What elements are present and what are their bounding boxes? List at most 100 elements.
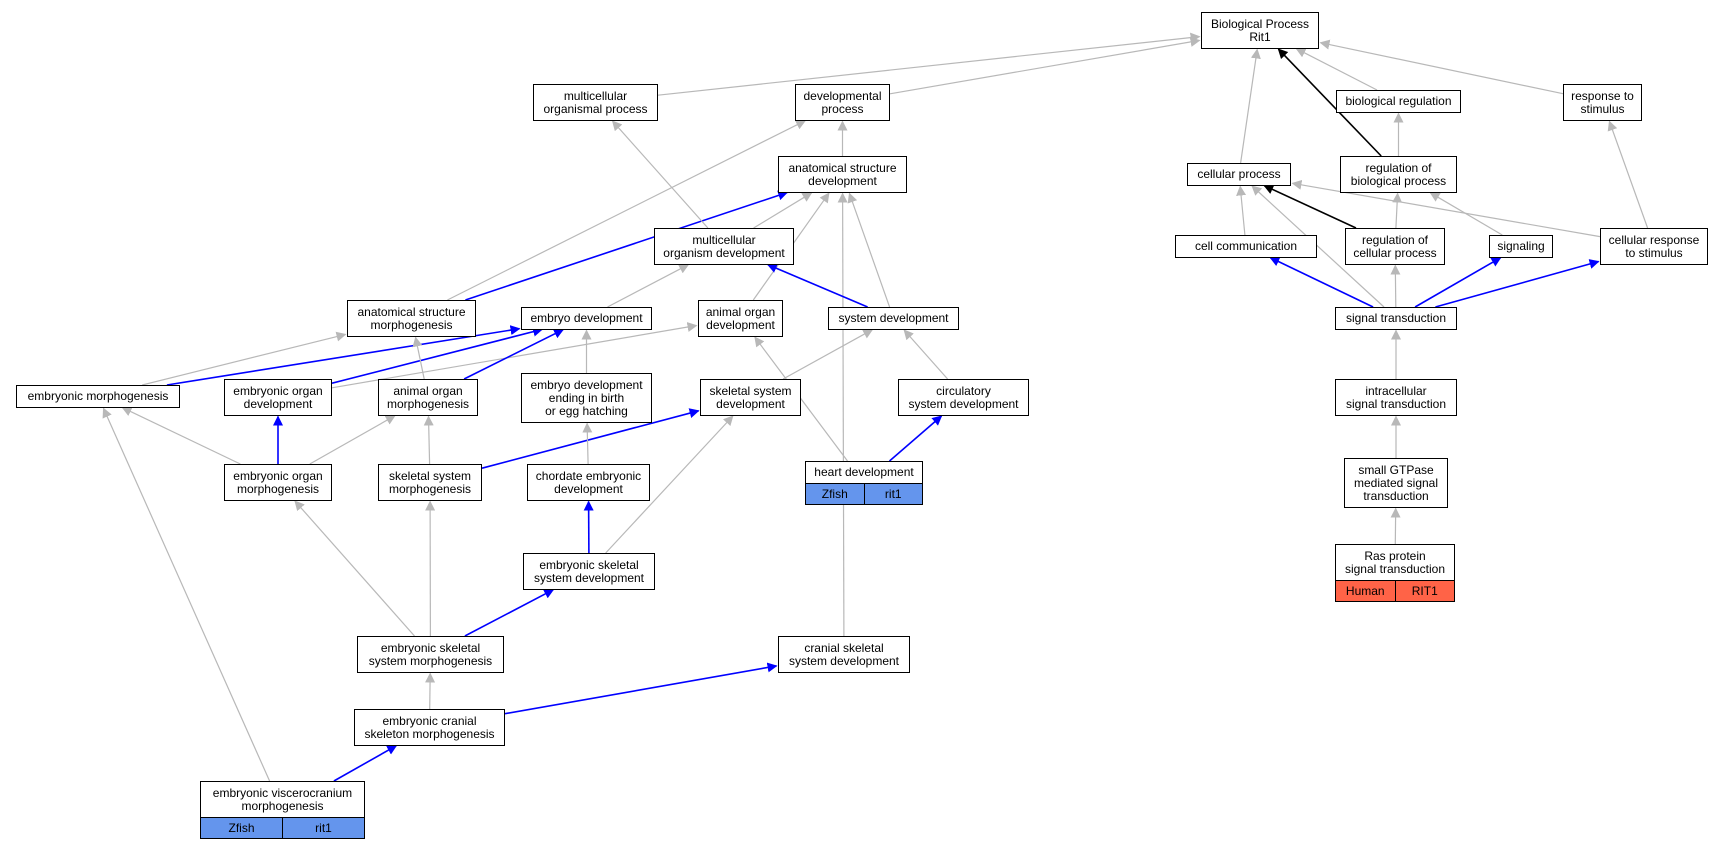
is-a-edge-grey	[754, 336, 848, 462]
go-term-label-line: system development	[838, 311, 949, 325]
go-term-label-line: morphogenesis	[236, 481, 320, 496]
go-term-label-line: to stimulus	[1625, 245, 1683, 260]
go-term-label-line: development	[706, 317, 775, 332]
is-a-edge-grey	[582, 422, 593, 465]
go-term-label-line: Rit1	[1249, 29, 1271, 44]
go-term-label-line: Ras protein	[1364, 548, 1426, 563]
go-term-label-line: regulation of	[1361, 232, 1429, 247]
is-a-edge-blue	[888, 415, 943, 462]
go-term-label-line: skeleton morphogenesis	[364, 726, 495, 741]
go-term-label-line: circulatory	[936, 383, 991, 398]
go-term-label-line: morphogenesis	[241, 798, 324, 813]
go-term-node[interactable]: cell communication	[1175, 235, 1317, 258]
is-a-edge-grey	[847, 192, 891, 308]
is-a-edge-grey	[607, 264, 690, 308]
is-a-edge-grey	[1295, 48, 1378, 91]
is-a-edge-blue	[1435, 259, 1600, 308]
is-a-edge-grey	[102, 407, 271, 782]
is-a-edge-grey	[331, 322, 698, 389]
is-a-edge-grey	[447, 120, 807, 301]
is-a-edge-grey	[837, 192, 848, 637]
go-term-node[interactable]: system development	[828, 307, 959, 330]
go-term-label-line: heart development	[814, 465, 914, 479]
go-term-label-line: embryo development	[530, 377, 643, 392]
is-a-edge-grey	[657, 32, 1201, 96]
go-term-node[interactable]: signaling	[1489, 235, 1553, 258]
is-a-edge-grey	[753, 192, 813, 229]
go-term-label-line: embryonic cranial	[382, 713, 477, 728]
is-a-edge-grey	[423, 415, 434, 465]
go-term-label-line: stimulus	[1580, 101, 1625, 116]
go-term-node[interactable]: heart development	[805, 461, 923, 484]
go-term-node[interactable]: embryo development	[521, 307, 652, 330]
is-a-edge-blue	[766, 263, 868, 308]
go-term-label-line: Biological Process	[1210, 16, 1310, 31]
go-term-label-line: cellular response	[1608, 232, 1700, 247]
go-term-label-line: embryonic skeletal	[539, 557, 639, 572]
species-cell: Zfish	[228, 821, 255, 835]
go-term-node[interactable]: biological regulation	[1336, 90, 1461, 113]
go-term-label-line: development	[554, 481, 623, 496]
go-term-label-line: embryonic organ	[233, 383, 323, 398]
go-term-node[interactable]: signal transduction	[1335, 307, 1457, 330]
is-a-edge-blue	[465, 190, 789, 301]
edges-layer	[102, 32, 1649, 782]
go-term-label-line: cellular process	[1197, 167, 1281, 181]
go-term-node[interactable]: cellular process	[1187, 163, 1291, 186]
go-term-label-line: or egg hatching	[545, 403, 628, 418]
is-a-edge-blue	[1269, 256, 1374, 308]
go-term-label-line: skeletal system	[709, 383, 792, 398]
go-term-node[interactable]: embryonic morphogenesis	[16, 385, 180, 408]
go-term-label-line: embryonic skeletal	[380, 640, 481, 655]
go-term-label-line: animal organ	[705, 304, 776, 319]
is-a-edge-blue	[463, 328, 564, 380]
go-term-label-line: development	[243, 396, 313, 411]
go-term-label-line: signal transduction	[1344, 561, 1446, 576]
is-a-edge-blue	[464, 588, 555, 637]
is-a-edge-grey	[1607, 120, 1649, 229]
is-a-edge-grey	[1429, 192, 1503, 236]
go-term-label-line: mediated signal	[1353, 475, 1439, 490]
go-term-label-line: ending in birth	[548, 390, 625, 405]
is-a-edge-blue	[331, 326, 544, 384]
go-term-label-line: system development	[908, 396, 1019, 411]
is-a-edge-grey	[611, 120, 709, 229]
is-a-edge-grey	[605, 415, 734, 554]
is-a-edge-grey	[782, 329, 874, 380]
is-a-edge-grey	[425, 672, 436, 710]
is-a-edge-blue	[166, 325, 521, 386]
gene-cell: rit1	[863, 484, 923, 504]
go-term-label-line: system development	[788, 653, 900, 668]
go-term-label-line: embryonic viscerocranium	[212, 785, 353, 800]
go-term-label-line: intracellular	[1365, 383, 1427, 398]
is-a-edge-grey	[1319, 39, 1564, 95]
